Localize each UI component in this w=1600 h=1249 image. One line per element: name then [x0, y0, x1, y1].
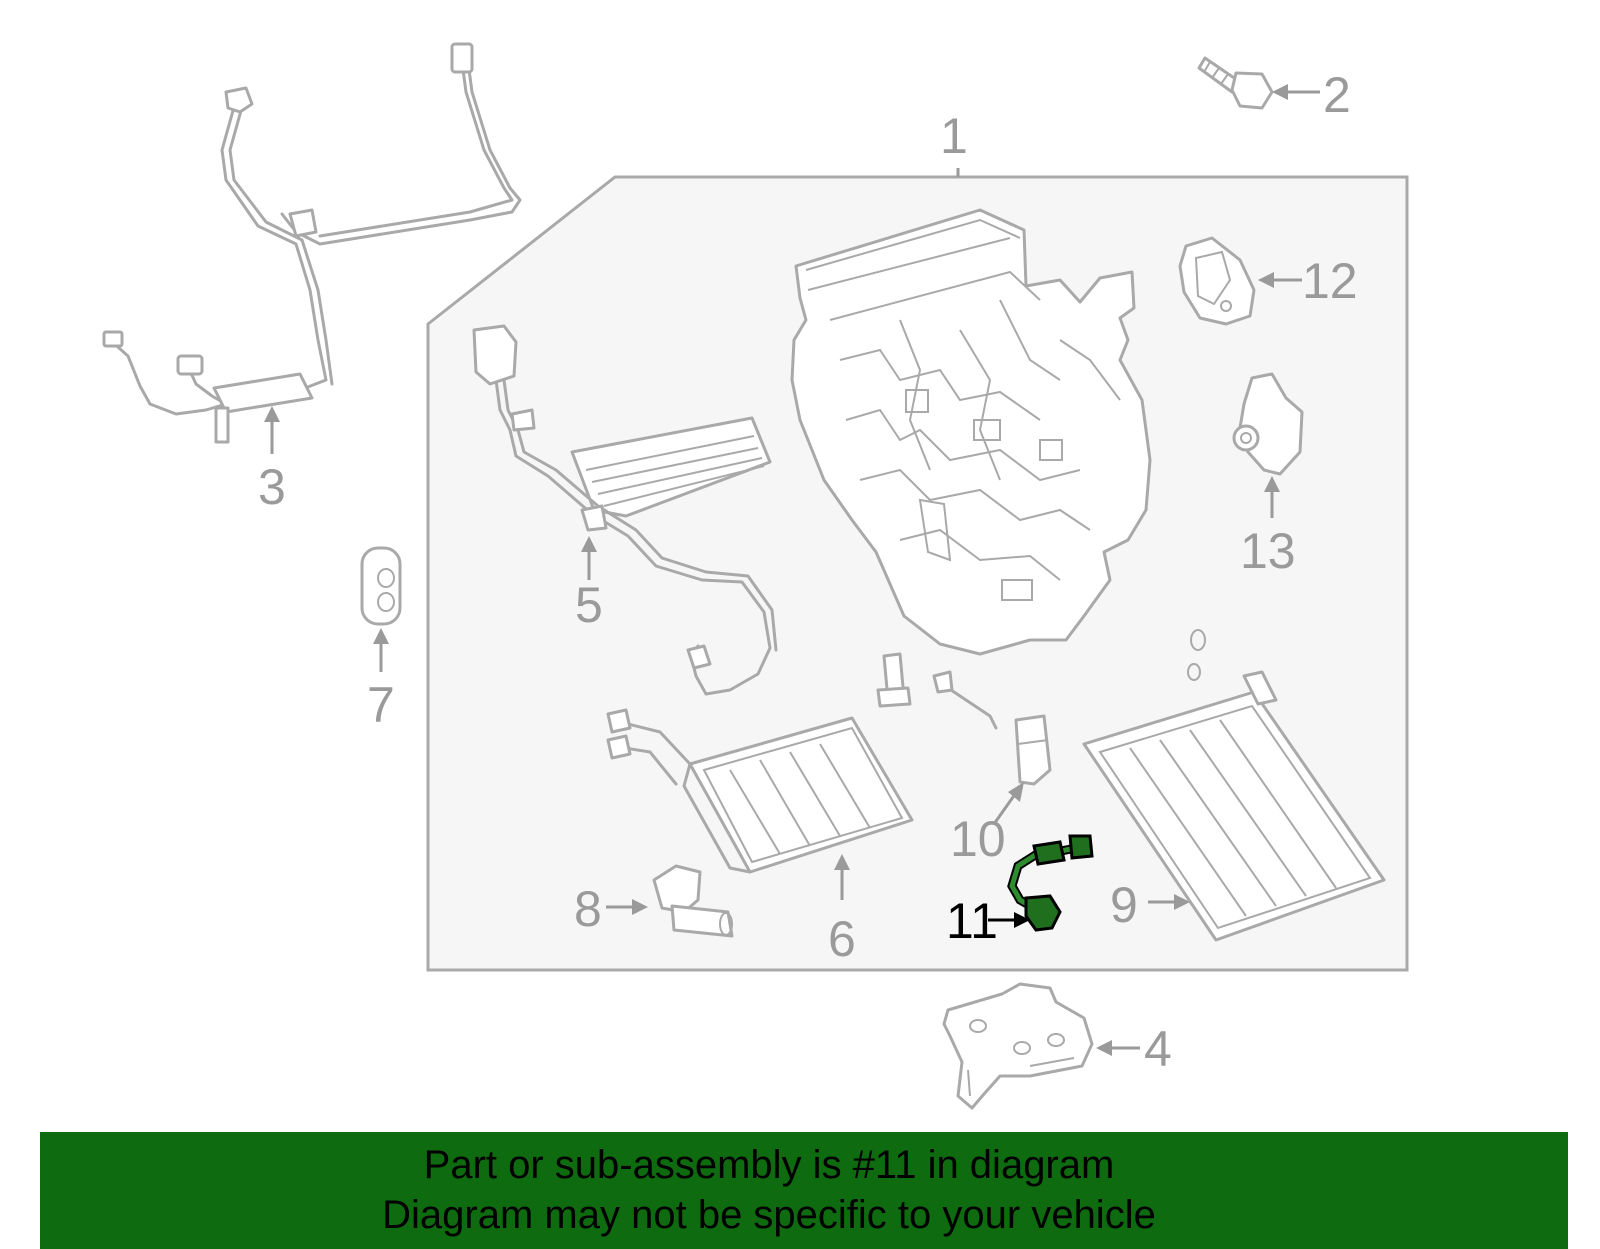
callout-3[interactable]: 3 [258, 406, 286, 515]
callout-1-label: 1 [940, 108, 968, 164]
part-2-screw[interactable] [1197, 56, 1274, 110]
callout-2-label: 2 [1323, 67, 1351, 123]
callout-3-label: 3 [258, 459, 286, 515]
callout-9-label: 9 [1110, 877, 1138, 933]
callout-13[interactable]: 13 [1240, 476, 1296, 579]
callout-4-label: 4 [1144, 1021, 1172, 1077]
part-11-harness-highlighted[interactable] [1007, 834, 1094, 932]
info-banner: Part or sub-assembly is #11 in diagram D… [40, 1132, 1568, 1249]
callout-6-label: 6 [828, 911, 856, 967]
callout-4[interactable]: 4 [1096, 1021, 1172, 1077]
callout-7[interactable]: 7 [367, 628, 395, 733]
callout-8[interactable]: 8 [574, 881, 648, 937]
callout-11[interactable]: 11 [946, 893, 1030, 949]
part-6-heater-core[interactable] [606, 708, 914, 874]
part-8-valve[interactable] [652, 864, 734, 938]
part-3-wire-harness[interactable] [102, 42, 522, 444]
callout-5-label: 5 [575, 577, 603, 633]
part-5-sensor-harness[interactable] [472, 324, 778, 696]
hvac-case [790, 208, 1152, 656]
callout-1[interactable]: 1 [940, 108, 968, 177]
part-12-actuator[interactable] [1178, 236, 1256, 326]
callout-9[interactable]: 9 [1110, 877, 1190, 933]
banner-line-2: Diagram may not be specific to your vehi… [382, 1193, 1156, 1237]
part-10-sensor[interactable] [876, 652, 1052, 786]
callout-5[interactable]: 5 [575, 536, 603, 633]
banner-line-1: Part or sub-assembly is #11 in diagram [423, 1143, 1115, 1187]
callout-10-label: 10 [950, 811, 1006, 867]
callout-11-label: 11 [946, 893, 998, 949]
part-13-motor[interactable] [1232, 372, 1304, 476]
callout-12[interactable]: 12 [1258, 253, 1358, 309]
callout-13-label: 13 [1240, 523, 1296, 579]
part-7-grommet[interactable] [360, 546, 402, 626]
callout-12-label: 12 [1302, 253, 1358, 309]
callout-6[interactable]: 6 [828, 854, 856, 967]
callout-2[interactable]: 2 [1272, 67, 1351, 123]
callout-7-label: 7 [367, 677, 395, 733]
callout-8-label: 8 [574, 881, 602, 937]
part-9-evaporator[interactable] [1082, 629, 1386, 942]
callout-10[interactable]: 10 [950, 782, 1024, 867]
part-4-bracket[interactable] [942, 982, 1094, 1110]
